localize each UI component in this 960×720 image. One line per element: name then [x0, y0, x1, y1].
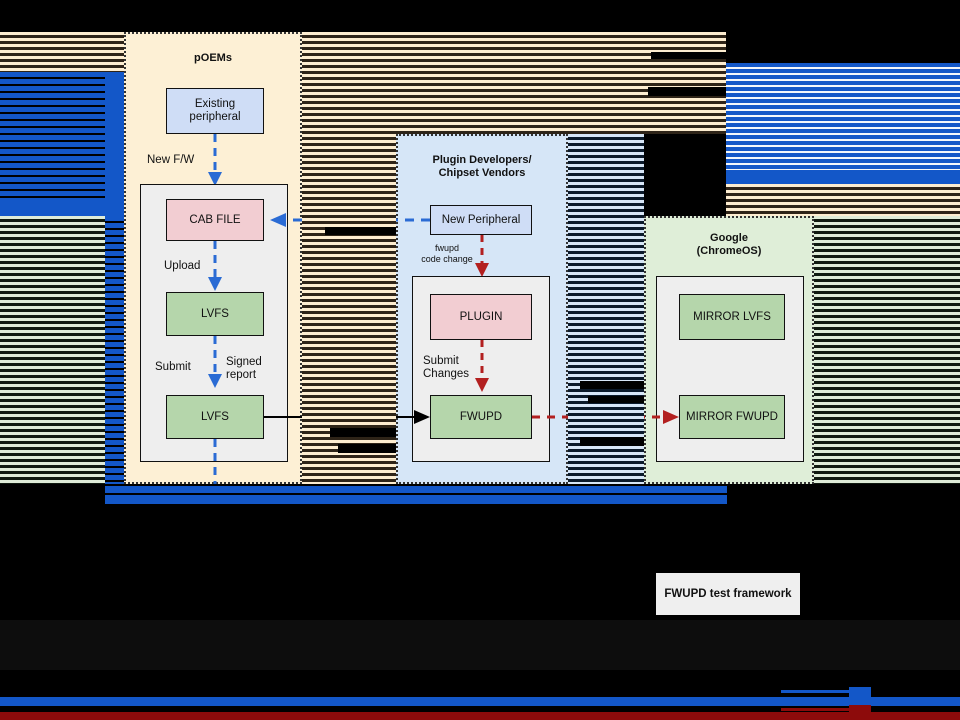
caption-fwupd-test-framework-label: FWUPD test framework — [664, 587, 792, 600]
node-cab-file: CAB FILE — [166, 199, 264, 241]
edge-label-submit-changes: Submit Changes — [423, 355, 470, 380]
arrow-new-fw — [208, 134, 222, 186]
node-new-peripheral: New Peripheral — [430, 205, 532, 235]
node-plugin-label: PLUGIN — [459, 310, 503, 323]
arrow-upload — [208, 241, 222, 291]
node-lvfs-submit-label: LVFS — [201, 410, 229, 423]
arrow-submit-changes — [475, 340, 489, 392]
node-lvfs-upload: LVFS — [166, 292, 264, 336]
arrow-lvfs-tail — [213, 439, 217, 485]
node-existing-peripheral-label: Existing peripheral — [189, 98, 241, 123]
arrow-fwupd-to-mirror-fwupd — [532, 410, 679, 424]
caption-fwupd-test-framework: FWUPD test framework — [656, 573, 800, 615]
arrow-lvfs-to-fwupd — [264, 410, 430, 424]
node-plugin: PLUGIN — [430, 294, 532, 340]
arrow-new-peripheral-to-cab — [270, 213, 430, 227]
edge-label-fwupd-code-change: fwupd code change — [421, 243, 473, 264]
node-fwupd-label: FWUPD — [459, 410, 503, 423]
swimlane-poems-title: pOEMs — [194, 52, 232, 64]
node-mirror-fwupd-label: MIRROR FWUPD — [686, 410, 778, 423]
edge-label-submit: Submit — [155, 361, 191, 373]
arrow-submit — [208, 336, 222, 388]
node-existing-peripheral: Existing peripheral — [166, 88, 264, 134]
edge-label-upload: Upload — [164, 260, 201, 272]
arrow-code-change — [475, 235, 489, 277]
node-mirror-lvfs: MIRROR LVFS — [679, 294, 785, 340]
node-lvfs-submit: LVFS — [166, 395, 264, 439]
node-fwupd: FWUPD — [430, 395, 532, 439]
node-new-peripheral-label: New Peripheral — [441, 213, 521, 226]
node-cab-file-label: CAB FILE — [189, 213, 241, 226]
swimlane-plugin-title: Plugin Developers/ Chipset Vendors — [432, 154, 532, 179]
edge-label-new-fw: New F/W — [147, 154, 195, 166]
edge-label-signed-report: Signed report — [226, 356, 262, 381]
node-mirror-lvfs-label: MIRROR LVFS — [693, 310, 771, 323]
node-lvfs-upload-label: LVFS — [201, 307, 229, 320]
swimlane-google-title: Google (ChromeOS) — [696, 232, 762, 257]
node-mirror-fwupd: MIRROR FWUPD — [679, 395, 785, 439]
